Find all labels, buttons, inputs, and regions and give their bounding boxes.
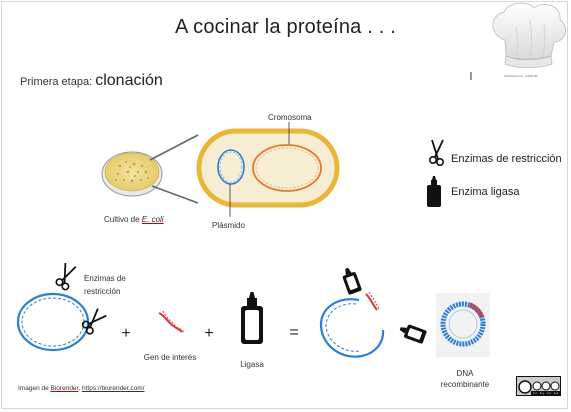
scissors-icon xyxy=(55,262,77,291)
glue-bottle-icon xyxy=(427,176,441,207)
credit-separator: , xyxy=(78,385,82,392)
plus-sign: + xyxy=(121,325,130,342)
plasmid-loop xyxy=(217,149,245,185)
legend-restriction-label: Enzimas de restricción xyxy=(451,153,562,165)
plus-sign: + xyxy=(204,325,213,342)
stage-name: clonación xyxy=(95,72,163,89)
legend-ligase-label: Enzima ligasa xyxy=(451,186,520,198)
culture-species: E. coli xyxy=(141,215,164,224)
equals-sign: = xyxy=(289,324,298,341)
image-credit: Imagen de Biorender, https://biorender.c… xyxy=(18,385,145,392)
petri-dish-image xyxy=(101,151,163,197)
plasmid-label: Plásmido xyxy=(212,221,245,230)
gene-fragment xyxy=(158,310,185,334)
glue-bottle-icon xyxy=(241,292,263,344)
cc-license-badge: cc by nc sa xyxy=(516,376,561,396)
glue-bottle-icon xyxy=(342,267,362,295)
chef-hat-image xyxy=(492,2,567,69)
scissors-icon xyxy=(81,308,107,335)
culture-prefix: Cultivo de xyxy=(104,215,142,224)
gene-label: Gen de interés xyxy=(143,353,197,362)
recombinant-assembly-figure xyxy=(319,291,385,358)
enzymes-label: Enzimas de restricción xyxy=(84,274,126,296)
recombinant-dna-ring xyxy=(436,293,490,357)
culture-label: Cultivo de E. coli xyxy=(104,215,164,224)
zoom-line-top xyxy=(149,134,199,161)
recombinant-label: DNA recombinante xyxy=(440,369,490,389)
stage-prefix: Primera etapa: xyxy=(20,76,93,88)
ligase-label: Ligasa xyxy=(240,360,264,369)
bacterium-cell xyxy=(196,128,340,208)
slide-title: A cocinar la proteína . . . xyxy=(174,16,397,38)
credit-source: Biorender xyxy=(50,385,79,392)
scissors-icon xyxy=(429,139,445,167)
chef-image-caption: shutterstock.com · 112097798 xyxy=(504,75,538,78)
stage-heading: Primera etapa: clonación xyxy=(20,72,163,90)
credit-prefix: Imagen de xyxy=(18,385,51,392)
cut-plasmid-figure xyxy=(16,292,90,352)
license-text: cc by nc sa xyxy=(533,391,560,395)
glue-bottle-icon xyxy=(399,324,427,344)
credit-link[interactable]: https://biorender.com/ xyxy=(81,385,145,392)
chromosome-label: Cromosoma xyxy=(268,113,312,122)
chromosome-loop xyxy=(252,144,322,192)
zoom-line-bottom xyxy=(151,185,199,204)
